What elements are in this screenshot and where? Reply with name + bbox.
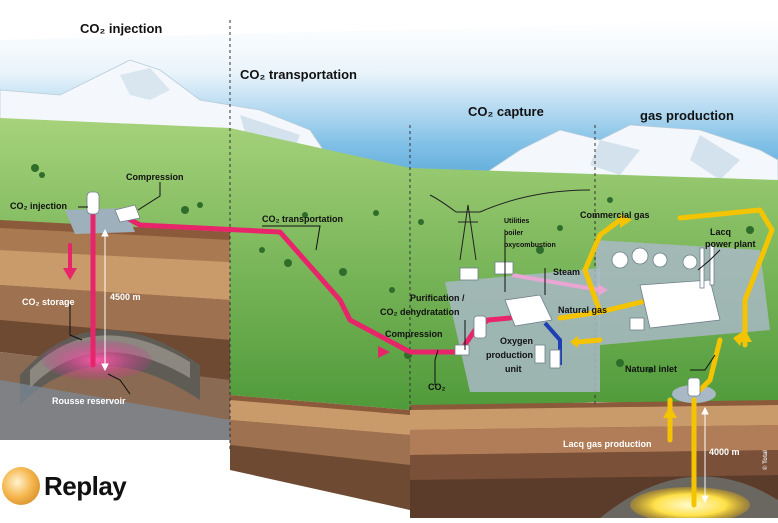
- label-compression-mid: Compression: [385, 329, 443, 339]
- label-power-plant: power plant: [705, 239, 756, 249]
- power-pylon: [429, 189, 591, 261]
- label-oxycombustion: oxycombustion: [504, 242, 556, 249]
- replay-button[interactable]: Replay: [2, 463, 127, 509]
- depth-arrows: [101, 228, 709, 504]
- label-purification: Purification /: [410, 293, 465, 303]
- label-natural-gas: Natural gas: [558, 305, 607, 315]
- leader-lines: [69, 182, 721, 395]
- label-co2-transportation: CO₂ transportation: [262, 214, 343, 224]
- gas-pipeline: [557, 207, 775, 508]
- label-boiler: boiler: [504, 230, 523, 237]
- equipment: [86, 191, 721, 397]
- strata-right: [410, 400, 778, 523]
- trees: [31, 164, 754, 373]
- section-title-transportation: CO₂ transportation: [240, 67, 357, 82]
- replay-icon: [2, 467, 40, 505]
- replay-label: Replay: [44, 470, 127, 501]
- label-rousse-reservoir: Rousse reservoir: [52, 396, 126, 406]
- gas-arrows: [570, 214, 752, 418]
- label-commercial-gas: Commercial gas: [580, 210, 650, 220]
- strata-left: [0, 220, 230, 440]
- label-production: production: [486, 350, 533, 360]
- label-co2-dehydration: CO₂ dehydratation: [380, 307, 460, 317]
- section-title-capture: CO₂ capture: [468, 104, 544, 119]
- section-dividers: [229, 20, 596, 450]
- label-depth-left: 4500 m: [110, 292, 141, 302]
- label-natural-inlet: Natural inlet: [625, 364, 677, 374]
- section-title-injection: CO₂ injection: [80, 21, 162, 36]
- steam-arrow: [598, 284, 608, 296]
- label-co2: CO₂: [428, 382, 446, 392]
- label-unit: unit: [505, 364, 522, 374]
- section-title-gas-production: gas production: [640, 108, 734, 123]
- label-lacq-gas-production: Lacq gas production: [563, 439, 652, 449]
- label-steam: Steam: [553, 267, 580, 277]
- label-co2-storage: CO₂ storage: [22, 297, 75, 307]
- label-utilities: Utilities: [504, 218, 529, 225]
- label-lacq: Lacq: [710, 227, 731, 237]
- label-oxygen: Oxygen: [500, 336, 533, 346]
- strata-middle: [230, 395, 410, 510]
- label-co2-injection: CO₂ injection: [10, 201, 67, 211]
- label-compression-left: Compression: [126, 172, 184, 182]
- credit-text: © Total: [762, 450, 769, 470]
- label-depth-right: 4000 m: [709, 447, 740, 457]
